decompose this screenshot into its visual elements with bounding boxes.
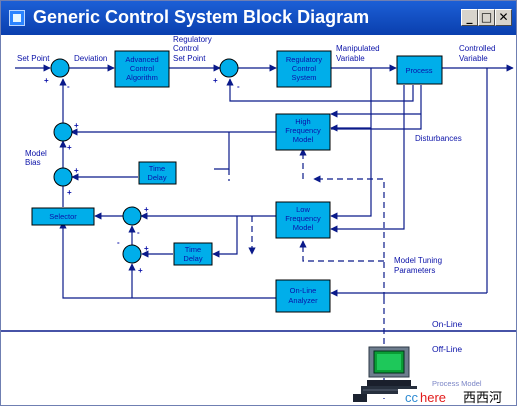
analyzer-label-2: Analyzer bbox=[288, 296, 318, 305]
watermark: cc here 西西河 bbox=[398, 389, 516, 405]
process-label: Process bbox=[405, 66, 432, 75]
model-tuning-label-2: Parameters bbox=[394, 266, 435, 275]
controlled-variable-label-1: Controlled bbox=[459, 44, 495, 53]
advanced-control-label-2: Control bbox=[130, 64, 155, 73]
time-delay-1-label-1: Time bbox=[149, 164, 165, 173]
sign-plus: + bbox=[144, 205, 149, 214]
sign-plus: + bbox=[74, 121, 79, 130]
sign-minus: - bbox=[137, 228, 140, 237]
regulatory-control-label-2: Control bbox=[292, 64, 317, 73]
block-diagram: Advanced Control Algorithm Regulatory Co… bbox=[1, 35, 516, 405]
time-delay-1-label-2: Delay bbox=[147, 173, 166, 182]
regulatory-control-label-3: System bbox=[291, 73, 316, 82]
time-delay-2-label-1: Time bbox=[185, 245, 201, 254]
app-icon bbox=[9, 10, 25, 26]
watermark-text-1: cc bbox=[405, 390, 419, 405]
minimize-icon[interactable]: _ bbox=[461, 9, 478, 26]
model-tuning-label-1: Model Tuning bbox=[394, 256, 442, 265]
lf-model-label-3: Model bbox=[293, 223, 314, 232]
summing-junction-3[interactable] bbox=[53, 122, 73, 142]
sign-plus: + bbox=[138, 266, 143, 275]
summing-junction-4[interactable] bbox=[53, 167, 73, 187]
lf-model-label-1: Low bbox=[296, 205, 310, 214]
sign-plus: + bbox=[213, 76, 218, 85]
block-diagram-svg: Advanced Control Algorithm Regulatory Co… bbox=[1, 35, 516, 405]
window-title: Generic Control System Block Diagram bbox=[33, 7, 370, 27]
low-frequency-model-block[interactable]: Low Frequency Model bbox=[275, 201, 331, 239]
sign-plus: + bbox=[74, 166, 79, 175]
selector-block[interactable]: Selector bbox=[31, 207, 95, 226]
model-bias-label-1: Model bbox=[25, 149, 47, 158]
close-icon[interactable]: ✕ bbox=[495, 9, 512, 26]
advanced-control-label-1: Advanced bbox=[125, 55, 158, 64]
model-bias-label-2: Bias bbox=[25, 158, 41, 167]
high-frequency-model-block[interactable]: High Frequency Model bbox=[275, 113, 331, 151]
sign-plus: + bbox=[144, 244, 149, 253]
hf-model-label-3: Model bbox=[293, 135, 314, 144]
watermark-text-3: 西西河 bbox=[463, 391, 502, 405]
regulatory-control-block[interactable]: Regulatory Control System bbox=[276, 50, 332, 88]
summing-junction-6[interactable] bbox=[122, 244, 142, 264]
online-analyzer-block[interactable]: On-Line Analyzer bbox=[275, 279, 331, 313]
manipulated-variable-label-1: Manipulated bbox=[336, 44, 380, 53]
sign-plus: + bbox=[44, 76, 49, 85]
advanced-control-label-3: Algorithm bbox=[126, 73, 158, 82]
time-delay-2-label-2: Delay bbox=[183, 254, 202, 263]
sign-minus: - bbox=[67, 82, 70, 91]
deviation-label: Deviation bbox=[74, 54, 107, 63]
sign-plus: + bbox=[67, 188, 72, 197]
summing-junction-1[interactable] bbox=[50, 58, 70, 78]
maximize-icon[interactable]: □ bbox=[478, 9, 495, 26]
summing-junction-5[interactable] bbox=[122, 206, 142, 226]
computer-icon bbox=[353, 346, 417, 402]
title-bar[interactable]: Generic Control System Block Diagram _ □… bbox=[1, 1, 516, 35]
selector-label: Selector bbox=[49, 212, 77, 221]
reg-sp-label-1: Regulatory bbox=[173, 35, 212, 44]
watermark-text-2: here bbox=[420, 390, 446, 405]
manipulated-variable-label-2: Variable bbox=[336, 54, 365, 63]
hf-model-label-2: Frequency bbox=[285, 126, 321, 135]
sign-minus: - bbox=[237, 82, 240, 91]
regulatory-control-label-1: Regulatory bbox=[286, 55, 323, 64]
set-point-label: Set Point bbox=[17, 54, 50, 63]
summing-junction-2[interactable] bbox=[219, 58, 239, 78]
process-block[interactable]: Process bbox=[396, 55, 443, 85]
analyzer-label-1: On-Line bbox=[290, 286, 317, 295]
sign-minus: - bbox=[117, 238, 120, 247]
offline-label: Off-Line bbox=[432, 344, 462, 354]
hf-model-label-1: High bbox=[295, 117, 310, 126]
time-delay-block-2[interactable]: Time Delay bbox=[173, 242, 213, 266]
advanced-control-block[interactable]: Advanced Control Algorithm bbox=[114, 50, 170, 88]
disturbances-label: Disturbances bbox=[415, 134, 462, 143]
lf-model-label-2: Frequency bbox=[285, 214, 321, 223]
controlled-variable-label-2: Variable bbox=[459, 54, 488, 63]
online-label: On-Line bbox=[432, 319, 463, 329]
process-model-label: Process Model bbox=[432, 379, 482, 388]
time-delay-block-1[interactable]: Time Delay bbox=[138, 161, 177, 185]
sign-plus: + bbox=[67, 143, 72, 152]
reg-sp-label-2: Control bbox=[173, 44, 199, 53]
reg-sp-label-3: Set Point bbox=[173, 54, 206, 63]
